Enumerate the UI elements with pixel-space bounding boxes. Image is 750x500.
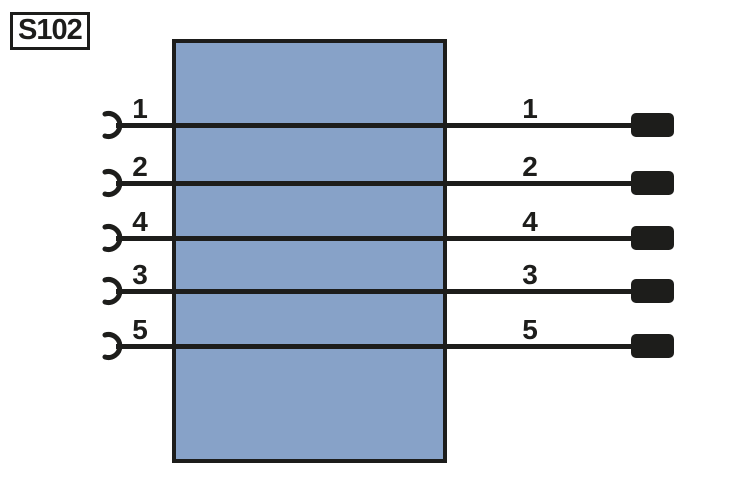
connector-id-label: S102 <box>18 14 83 46</box>
component-body <box>172 39 447 463</box>
left-pin-label: 3 <box>132 259 148 290</box>
wire-line <box>116 122 632 128</box>
left-pin-label: 1 <box>132 93 148 124</box>
wire-line <box>116 235 632 241</box>
left-pin-label: 4 <box>132 206 148 237</box>
right-pin-label: 2 <box>522 151 538 182</box>
right-pin-label: 1 <box>522 93 538 124</box>
left-pin-label: 5 <box>132 314 148 345</box>
wire-line <box>116 180 632 186</box>
left-pin-label: 2 <box>132 151 148 182</box>
terminal-block-icon <box>631 113 674 137</box>
connector-id-box: S102 <box>10 12 90 50</box>
terminal-block-icon <box>631 279 674 303</box>
terminal-block-icon <box>631 334 674 358</box>
right-pin-label: 3 <box>522 259 538 290</box>
terminal-block-icon <box>631 226 674 250</box>
right-pin-label: 5 <box>522 314 538 345</box>
wire-line <box>116 343 632 349</box>
right-pin-label: 4 <box>522 206 538 237</box>
wire-line <box>116 288 632 294</box>
terminal-block-icon <box>631 171 674 195</box>
